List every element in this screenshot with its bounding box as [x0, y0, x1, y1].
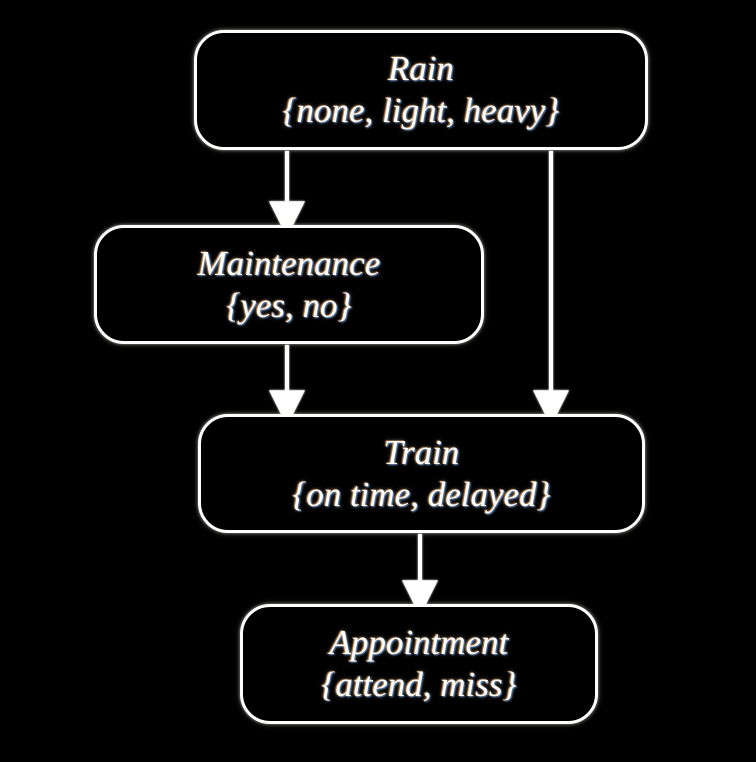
node-rain-title: Rain: [387, 49, 455, 89]
node-maintenance-states: {yes, no}: [226, 285, 352, 325]
node-appointment-states: {attend, miss}: [321, 665, 517, 704]
node-rain-states: {none, light, heavy}: [282, 91, 560, 130]
node-train[interactable]: Train {on time, delayed}: [198, 414, 645, 533]
node-maintenance[interactable]: Maintenance {yes, no}: [94, 225, 484, 344]
node-train-title: Train: [383, 432, 460, 472]
node-train-states: {on time, delayed}: [292, 474, 551, 514]
node-appointment[interactable]: Appointment {attend, miss}: [240, 604, 598, 724]
node-maintenance-title: Maintenance: [197, 243, 381, 283]
node-rain[interactable]: Rain {none, light, heavy}: [194, 30, 648, 150]
node-appointment-title: Appointment: [329, 623, 509, 663]
